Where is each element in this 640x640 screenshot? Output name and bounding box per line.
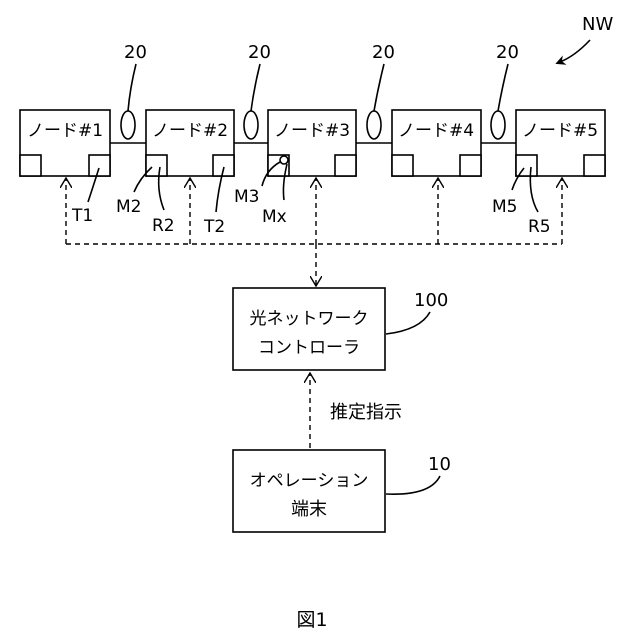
port-label-m2: M2	[116, 197, 141, 217]
port-label-mx: Mx	[262, 207, 287, 227]
node-2-port-left	[146, 155, 167, 176]
node-4-label: ノード#4	[398, 121, 474, 141]
node-3-port-right	[335, 155, 356, 176]
node-4: ノード#4	[392, 110, 481, 176]
terminal-line2: 端末	[291, 499, 327, 520]
port-label-m3: M3	[234, 187, 259, 207]
fiber-ref-label-4: 20	[496, 42, 519, 63]
network-controller: 光ネットワーク コントローラ	[233, 288, 385, 370]
operation-terminal: オペレーション 端末	[233, 450, 385, 532]
fiber-coil-4	[491, 111, 505, 139]
fiber-coil-1	[121, 111, 135, 139]
controller-ref-leader	[386, 312, 430, 334]
network-label: NW	[582, 14, 613, 35]
fiber-ref-label-3: 20	[372, 42, 395, 63]
instruction-label: 推定指示	[330, 402, 402, 423]
node-5-port-left	[516, 155, 537, 176]
network-pointer-arrow	[560, 40, 590, 62]
fiber-ref-label-1: 20	[124, 42, 147, 63]
node-2-port-right	[213, 155, 234, 176]
node-5-label: ノード#5	[522, 121, 598, 141]
port-label-r5: R5	[528, 217, 551, 237]
controller-line1: 光ネットワーク	[250, 309, 369, 329]
node-1-label: ノード#1	[27, 121, 103, 141]
node-2-label: ノード#2	[152, 121, 228, 141]
figure-caption: 図1	[296, 609, 327, 631]
node-4-port-right	[460, 155, 481, 176]
fiber-ref-label-2: 20	[248, 42, 271, 63]
node-5: ノード#5	[516, 110, 605, 176]
fiber-coil-2	[244, 111, 258, 139]
port-label-t1: T1	[71, 206, 93, 226]
terminal-line1: オペレーション	[250, 471, 369, 491]
node-5-port-right	[584, 155, 605, 176]
node-1-port-left	[20, 155, 41, 176]
node-3-monitor-circle	[280, 156, 288, 164]
node-1-port-right	[89, 155, 110, 176]
port-label-m5: M5	[492, 197, 517, 217]
node-4-port-left	[392, 155, 413, 176]
terminal-ref-leader	[386, 476, 440, 494]
controller-ref-label: 100	[414, 290, 448, 311]
fiber-ref-labels: 20 20 20 20	[124, 42, 519, 111]
fiber-coil-3	[367, 111, 381, 139]
node-1: ノード#1	[20, 110, 110, 176]
terminal-ref-label: 10	[428, 454, 451, 475]
control-bus	[66, 178, 562, 286]
node-3-label: ノード#3	[274, 121, 350, 141]
port-label-r2: R2	[152, 216, 175, 236]
node-3: ノード#3	[268, 110, 356, 176]
node-2: ノード#2	[146, 110, 234, 176]
controller-line2: コントローラ	[258, 338, 360, 358]
port-label-t2: T2	[203, 217, 225, 237]
